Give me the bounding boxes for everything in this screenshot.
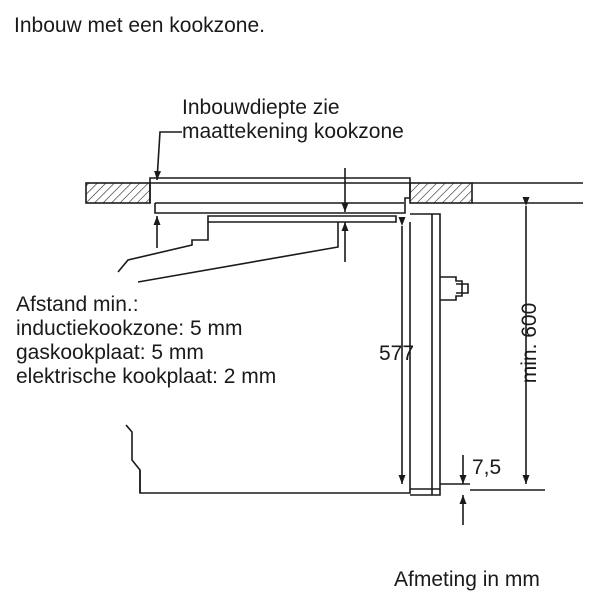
depth-callout-leader <box>154 131 182 181</box>
depth-callout-line-2: maattekening kookzone <box>182 120 404 143</box>
clearance-electric: elektrische kookplaat: 2 mm <box>16 365 277 388</box>
depth-callout: Inbouwdiepte zie maattekening kookzone <box>182 96 404 144</box>
oven-body <box>125 222 411 494</box>
clearance-heading: Afstand min.: <box>16 293 139 316</box>
worktop-left-section <box>85 182 151 204</box>
oven-handle-knob <box>456 283 469 294</box>
clearance-gas: gaskookplaat: 5 mm <box>16 341 204 364</box>
gap-label: 7,5 <box>472 456 502 479</box>
clearance-note: Afstand min.: inductiekookzone: 5 mm gas… <box>16 293 276 389</box>
worktop-right-section <box>409 182 473 204</box>
worktop-continuation <box>472 182 583 204</box>
clearance-induction: inductiekookzone: 5 mm <box>16 317 243 340</box>
diagram-title: Inbouw met een kookzone. <box>14 14 265 37</box>
oven-handle <box>440 276 463 301</box>
unit-note: Afmeting in mm <box>394 568 540 591</box>
oven-top-bevel <box>117 222 209 273</box>
oven-door <box>410 213 441 496</box>
depth-callout-line-1: Inbouwdiepte zie <box>182 96 340 119</box>
oven-slope-line <box>137 222 339 283</box>
cooktop <box>149 177 411 214</box>
oven-top-housing <box>207 215 397 223</box>
